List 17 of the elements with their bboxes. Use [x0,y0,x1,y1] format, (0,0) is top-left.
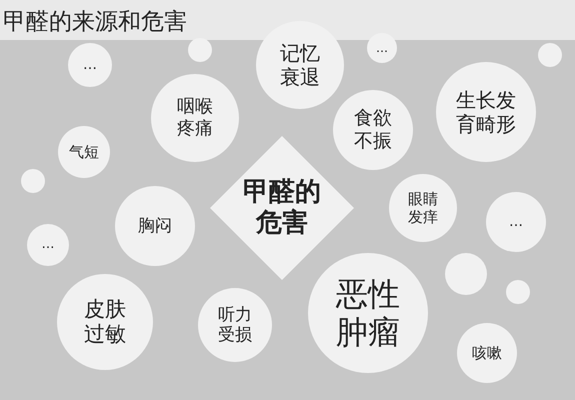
symptom-label: … [40,237,56,253]
symptom-label: 食欲不振 [354,107,392,153]
symptom-label: 气短 [69,143,99,161]
symptom-label: 恶性肿瘤 [336,274,400,352]
symptom-label: 眼睛发痒 [408,190,438,226]
symptom-label: … [508,214,524,230]
symptom-label: 听力受损 [218,304,252,346]
symptom-label: 胸闷 [138,216,172,236]
title: 甲醛的来源和危害 [3,8,187,37]
symptom-label: 咽喉疼痛 [177,96,213,140]
center-title: 甲醛的危害 [243,176,321,240]
symptom-label: 咳嗽 [472,344,502,362]
symptom-label: … [375,40,389,56]
symptom-label: 生长发育畸形 [456,88,516,136]
symptom-label: 皮肤过敏 [84,296,126,348]
symptom-label: … [82,56,98,74]
symptom-label: 记忆衰退 [280,41,320,89]
